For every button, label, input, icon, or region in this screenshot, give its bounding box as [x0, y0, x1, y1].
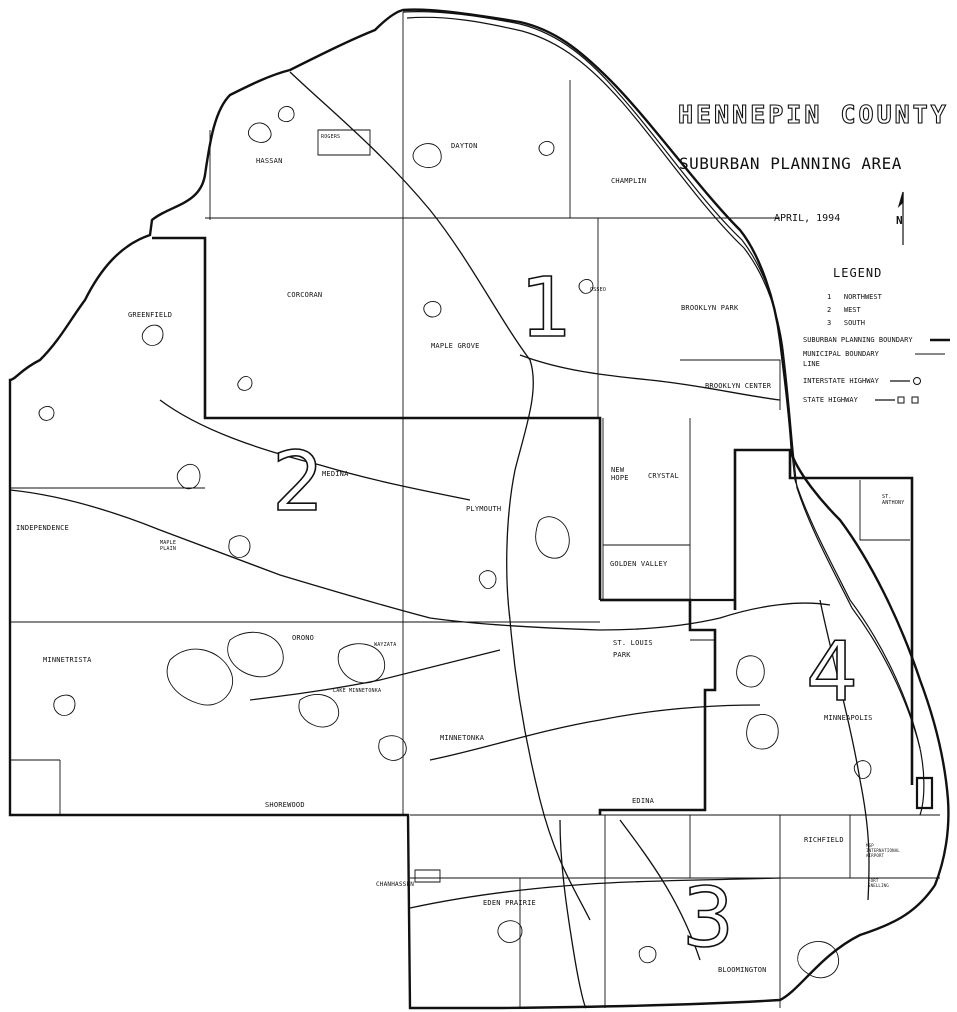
label-independence: INDEPENDENCE	[16, 524, 69, 532]
label-eden-prairie: EDEN PRAIRIE	[483, 899, 536, 907]
lakes	[38, 106, 872, 979]
legend-item-key: 2	[827, 306, 832, 314]
label-richfield: RICHFIELD	[804, 836, 844, 844]
legend-municipal-boundary: MUNICIPAL BOUNDARY	[803, 350, 879, 358]
label-dayton: DAYTON	[451, 142, 478, 150]
label-hassan: HASSAN	[256, 157, 283, 165]
label-maple-plain: MAPLE PLAIN	[160, 540, 177, 552]
label-champlin: CHAMPLIN	[611, 177, 647, 185]
label-golden-valley: GOLDEN VALLEY	[610, 560, 668, 568]
label-maple-grove: MAPLE GROVE	[431, 342, 480, 350]
label-msp-airport: MSP INTERNATIONAL AIRPORT	[866, 843, 900, 858]
label-minneapolis: MINNEAPOLIS	[824, 714, 873, 722]
label-new-hope: NEW HOPE	[611, 466, 629, 482]
north-label: N	[896, 214, 903, 227]
legend-interstate-shield	[913, 377, 921, 385]
label-medina: MEDINA	[322, 470, 349, 478]
legend-state-shield	[897, 396, 905, 404]
legend-item-key: 1	[827, 293, 832, 301]
label-plymouth: PLYMOUTH	[466, 505, 502, 513]
mississippi-river	[402, 11, 925, 816]
label-greenfield: GREENFIELD	[128, 311, 173, 319]
legend-planning-boundary: SUBURBAN PLANNING BOUNDARY	[803, 336, 913, 344]
label-edina: EDINA	[632, 797, 655, 805]
planning-boundary-4	[733, 448, 914, 785]
highways	[9, 71, 870, 1009]
label-fort-snelling: FORT SNELLING	[868, 878, 889, 888]
label-minnetrista: MINNETRISTA	[43, 656, 92, 664]
map-date: APRIL, 1994	[774, 213, 841, 224]
legend-title: LEGEND	[833, 266, 883, 280]
label-st-anthony: ST. ANTHONY	[882, 494, 905, 506]
label-orono: ORONO	[292, 634, 315, 642]
legend-interstate: INTERSTATE HIGHWAY	[803, 377, 879, 385]
label-brooklyn-park: BROOKLYN PARK	[681, 304, 739, 312]
label-brooklyn-center: BROOKLYN CENTER	[705, 382, 772, 390]
legend-item-label: WEST	[843, 306, 861, 314]
legend-municipal-line-label: LINE	[803, 360, 820, 368]
legend-state-shield-2	[911, 396, 919, 404]
label-st-louis-park: ST. LOUIS PARK	[613, 639, 653, 659]
planning-area-1: 1	[519, 261, 573, 356]
planning-area-4: 4	[805, 625, 859, 720]
label-corcoran: CORCORAN	[287, 291, 323, 299]
label-rogers: ROGERS	[321, 134, 341, 140]
planning-boundary-1-2	[152, 236, 602, 600]
map-subtitle: SUBURBAN PLANNING AREA	[679, 154, 902, 173]
north-arrow-icon	[897, 191, 904, 245]
label-chanhassen: CHANHASSEN	[376, 881, 415, 888]
label-crystal: CRYSTAL	[648, 472, 679, 480]
legend-item-3: 3 SOUTH	[827, 319, 865, 327]
planning-boundary-airport	[915, 776, 934, 810]
legend-item-label: SOUTH	[843, 319, 865, 327]
municipal-boundaries	[10, 12, 940, 1008]
planning-boundary-3-4	[600, 598, 737, 610]
label-lake-minnetonka: LAKE MINNETONKA	[333, 688, 382, 694]
label-minnetonka: MINNETONKA	[440, 734, 485, 742]
legend-item-key: 3	[827, 319, 832, 327]
label-shorewood: SHOREWOOD	[265, 801, 305, 809]
legend-state-highway: STATE HIGHWAY	[803, 396, 858, 404]
legend-item-1: 1 NORTHWEST	[827, 293, 882, 301]
label-osseo: OSSEO	[590, 287, 607, 293]
legend-item-2: 2 WEST	[827, 306, 861, 314]
planning-area-2: 2	[271, 435, 325, 530]
label-bloomington: BLOOMINGTON	[718, 966, 767, 974]
county-boundary	[8, 8, 950, 1010]
map-title: HENNEPIN COUNTY	[677, 99, 949, 129]
planning-boundary-2-3	[598, 598, 717, 815]
label-wayzata: WAYZATA	[374, 642, 397, 648]
planning-area-3: 3	[681, 871, 735, 966]
legend-item-label: NORTHWEST	[843, 293, 882, 301]
